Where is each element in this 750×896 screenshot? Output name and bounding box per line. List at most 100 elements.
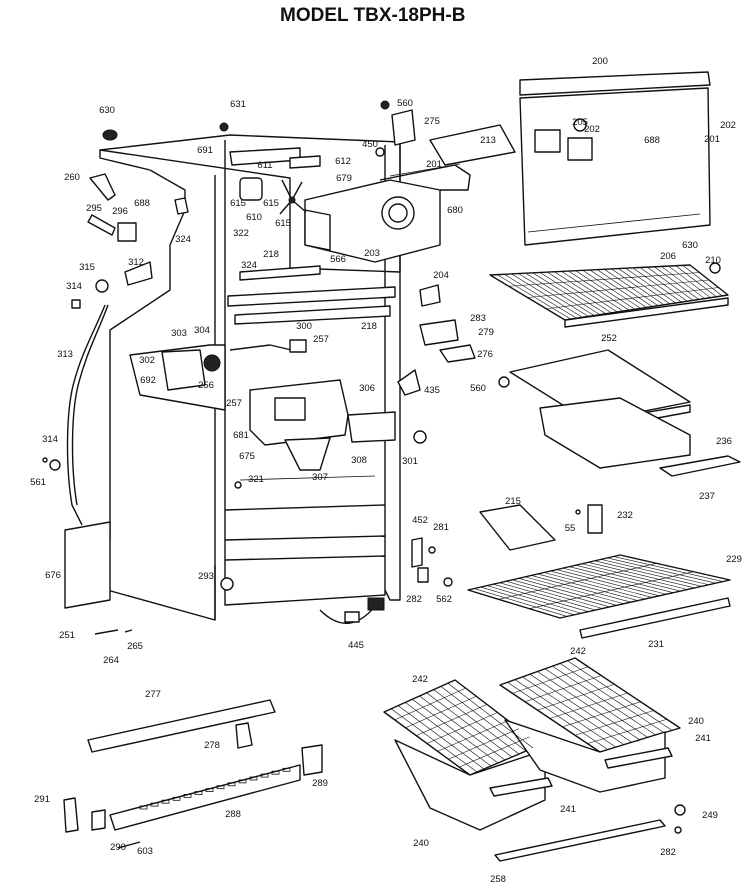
- part-label-237: 237: [699, 491, 715, 502]
- part-label-215: 215: [505, 496, 521, 507]
- part-label-264: 264: [103, 655, 119, 666]
- part-label-281: 281: [433, 522, 449, 533]
- part-label-610: 610: [246, 212, 262, 223]
- part-label-276: 276: [477, 349, 493, 360]
- part-label-256: 256: [198, 380, 214, 391]
- part-label-566: 566: [330, 254, 346, 265]
- part-label-241: 241: [560, 804, 576, 815]
- part-label-231: 231: [648, 639, 664, 650]
- part-label-277: 277: [145, 689, 161, 700]
- drain-tube: [66, 304, 106, 526]
- part-label-242: 242: [570, 646, 586, 657]
- part-label-203: 203: [364, 248, 380, 259]
- part-label-312: 312: [128, 257, 144, 268]
- part-label-314: 314: [66, 281, 82, 292]
- part-label-450: 450: [362, 139, 378, 150]
- part-label-324: 324: [175, 234, 191, 245]
- part-label-249: 249: [702, 810, 718, 821]
- part-label-257: 257: [226, 398, 242, 409]
- part-label-201: 201: [704, 134, 720, 145]
- part-label-265: 265: [127, 641, 143, 652]
- part-label-304: 304: [194, 325, 210, 336]
- part-label-560: 560: [470, 383, 486, 394]
- meat-pan: [509, 349, 741, 477]
- part-label-206: 206: [660, 251, 676, 262]
- part-label-257: 257: [313, 334, 329, 345]
- part-label-300: 300: [296, 321, 312, 332]
- part-label-630: 630: [99, 105, 115, 116]
- part-label-275: 275: [424, 116, 440, 127]
- part-label-236: 236: [716, 436, 732, 447]
- shelf-206: [489, 262, 729, 328]
- fan-motor: [239, 177, 307, 215]
- part-label-303: 303: [171, 328, 187, 339]
- part-label-452: 452: [412, 515, 428, 526]
- cold-control: [161, 339, 427, 591]
- part-label-201: 201: [426, 159, 442, 170]
- part-label-202: 202: [720, 120, 736, 131]
- part-label-692: 692: [140, 375, 156, 386]
- part-label-302: 302: [139, 355, 155, 366]
- part-label-676: 676: [45, 570, 61, 581]
- part-label-615: 615: [230, 198, 246, 209]
- part-label-260: 260: [64, 172, 80, 183]
- part-label-258: 258: [490, 874, 506, 885]
- part-label-307: 307: [312, 472, 328, 483]
- part-label-200: 200: [592, 56, 608, 67]
- part-label-615: 615: [263, 198, 279, 209]
- part-label-202: 202: [584, 124, 600, 135]
- part-label-295: 295: [86, 203, 102, 214]
- part-label-241: 241: [695, 733, 711, 744]
- hinge-parts-left: [42, 122, 229, 471]
- part-label-691: 691: [197, 145, 213, 156]
- part-label-680: 680: [447, 205, 463, 216]
- part-label-301: 301: [402, 456, 418, 467]
- crisper-drawers: [383, 657, 686, 862]
- part-label-615: 615: [275, 218, 291, 229]
- part-label-218: 218: [263, 249, 279, 260]
- part-label-283: 283: [470, 313, 486, 324]
- part-label-435: 435: [424, 385, 440, 396]
- part-label-293: 293: [198, 571, 214, 582]
- part-label-251: 251: [59, 630, 75, 641]
- back-panel: [519, 71, 711, 246]
- hinge-parts-center: [319, 100, 516, 624]
- part-label-240: 240: [413, 838, 429, 849]
- part-label-232: 232: [617, 510, 633, 521]
- mullion-bars: [227, 265, 396, 325]
- part-label-205: 205: [572, 117, 588, 128]
- part-label-324: 324: [241, 260, 257, 271]
- part-label-240: 240: [688, 716, 704, 727]
- tray-215: [479, 504, 603, 551]
- part-label-675: 675: [239, 451, 255, 462]
- part-label-308: 308: [351, 455, 367, 466]
- part-label-289: 289: [312, 778, 328, 789]
- part-label-603: 603: [137, 846, 153, 857]
- part-label-561: 561: [30, 477, 46, 488]
- part-label-322: 322: [233, 228, 249, 239]
- part-label-55: 55: [565, 523, 576, 534]
- part-label-313: 313: [57, 349, 73, 360]
- part-label-282: 282: [660, 847, 676, 858]
- control-housing: [304, 163, 471, 263]
- part-label-213: 213: [480, 135, 496, 146]
- part-label-290: 290: [110, 842, 126, 853]
- part-label-315: 315: [79, 262, 95, 273]
- part-label-314: 314: [42, 434, 58, 445]
- base-grille: [63, 629, 323, 849]
- part-label-560: 560: [397, 98, 413, 109]
- part-label-611: 611: [257, 160, 272, 171]
- diagram-title: MODEL TBX-18PH-B: [280, 5, 465, 26]
- part-label-562: 562: [436, 594, 452, 605]
- part-label-204: 204: [433, 270, 449, 281]
- part-label-445: 445: [348, 640, 364, 651]
- part-label-688: 688: [134, 198, 150, 209]
- part-label-210: 210: [705, 255, 721, 266]
- part-label-288: 288: [225, 809, 241, 820]
- part-label-681: 681: [233, 430, 249, 441]
- part-label-282: 282: [406, 594, 422, 605]
- part-label-306: 306: [359, 383, 375, 394]
- part-label-229: 229: [726, 554, 742, 565]
- part-label-218: 218: [361, 321, 377, 332]
